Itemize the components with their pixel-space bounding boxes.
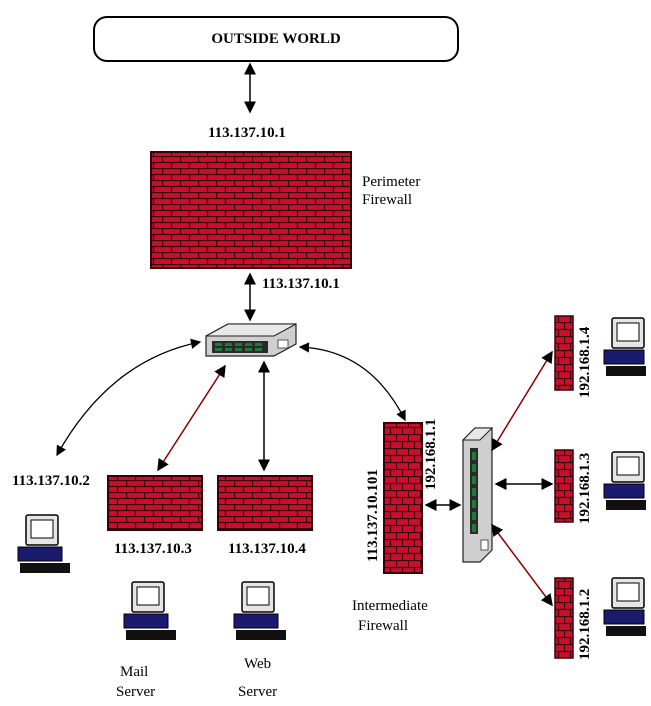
internal-host1-ip: 192.168.1.4 — [577, 326, 593, 398]
intermediate-outer-ip: 113.137.10.101 — [365, 469, 381, 562]
mail-server-firewall — [107, 475, 203, 531]
perimeter-label-line2: Firewall — [362, 192, 412, 208]
intermediate-label-line2: Firewall — [358, 618, 408, 634]
outside-world-box: OUTSIDE WORLD — [93, 16, 459, 62]
perimeter-ip-bottom: 113.137.10.1 — [262, 276, 340, 292]
intermediate-inner-ip: 192.168.1.1 — [423, 418, 439, 490]
web-server-ip: 113.137.10.4 — [228, 541, 306, 557]
link-switch-mail-firewall — [157, 364, 226, 472]
client-computer-icon — [17, 514, 70, 573]
web-server-label-line2: Server — [238, 684, 278, 700]
perimeter-firewall — [150, 151, 352, 269]
internal-switch — [461, 427, 494, 563]
internal-host2-ip: 192.168.1.3 — [577, 452, 593, 524]
mail-server-computer-icon — [123, 581, 176, 640]
link-internal-host3 — [491, 523, 553, 607]
perimeter-label-line1: Perimeter — [362, 174, 421, 190]
internal-host3-ip: 192.168.1.2 — [577, 588, 593, 660]
link-switch-client — [56, 338, 202, 457]
main-switch — [205, 323, 297, 357]
internal-host2-computer-icon — [603, 451, 646, 510]
client-ip: 113.137.10.2 — [12, 473, 90, 489]
intermediate-firewall — [383, 422, 423, 574]
link-internal-host1 — [491, 350, 553, 452]
internal-host1-computer-icon — [603, 317, 646, 376]
host2-firewall — [554, 449, 574, 523]
mail-server-label-line1: Mail — [120, 664, 149, 680]
web-server-computer-icon — [233, 581, 286, 640]
web-server-firewall — [217, 475, 313, 531]
mail-server-label-line2: Server — [116, 684, 156, 700]
outside-world-label: OUTSIDE WORLD — [211, 30, 341, 47]
intermediate-label-line1: Intermediate — [352, 598, 428, 614]
link-switch-intermediate — [298, 342, 406, 422]
mail-server-ip: 113.137.10.3 — [114, 541, 192, 557]
internal-host3-computer-icon — [603, 577, 646, 636]
host3-firewall — [554, 577, 574, 659]
host1-firewall — [554, 315, 574, 391]
web-server-label-line1: Web — [244, 656, 272, 672]
perimeter-ip-top: 113.137.10.1 — [208, 125, 286, 141]
